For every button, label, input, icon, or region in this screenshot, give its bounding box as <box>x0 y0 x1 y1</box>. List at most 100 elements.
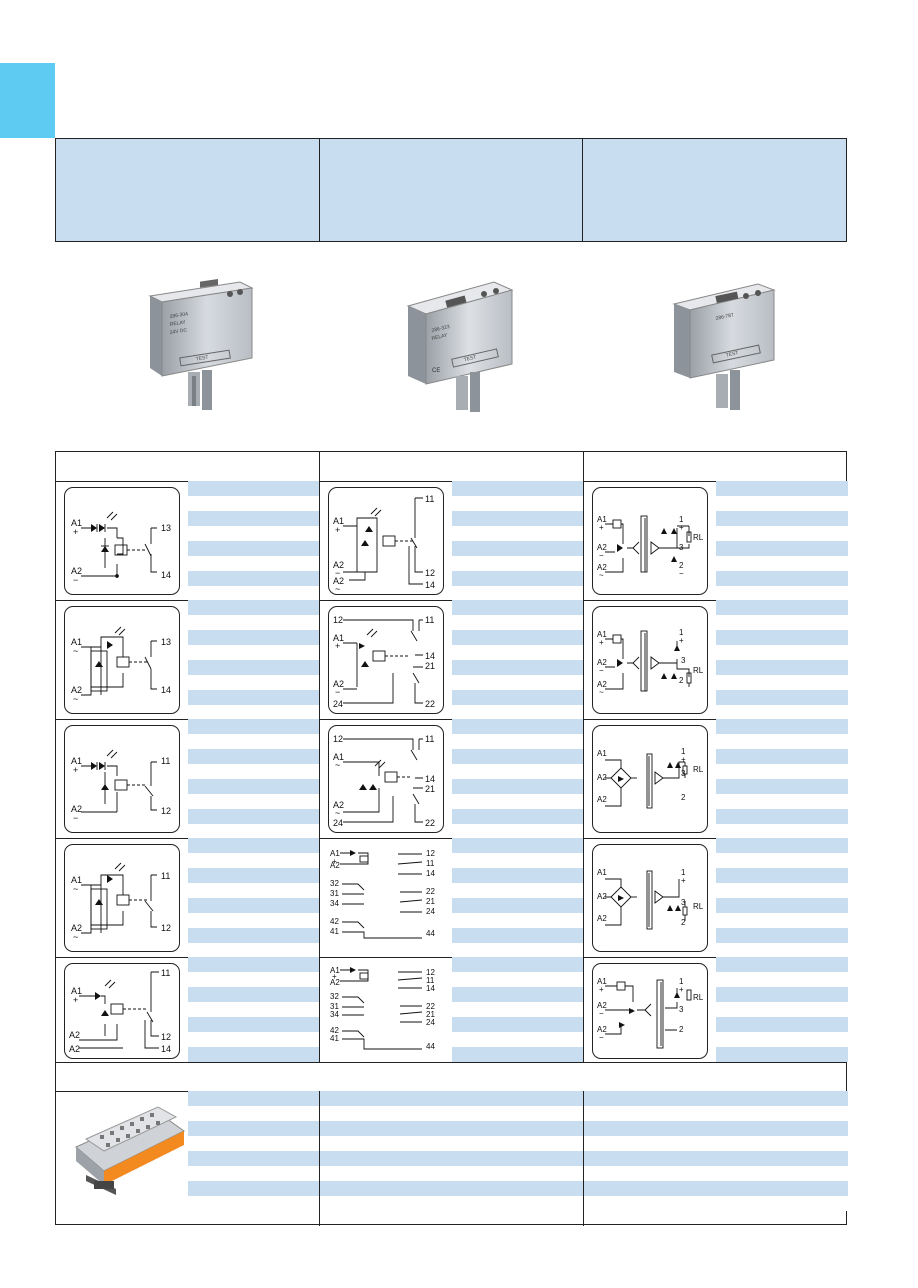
diagram-r4c1: A1 ~ A2 ~ 11 12 <box>64 844 180 952</box>
column-divider-accessory-1 <box>319 1091 320 1226</box>
svg-text:21: 21 <box>426 897 435 906</box>
svg-text:2: 2 <box>681 793 686 802</box>
svg-text:11: 11 <box>425 615 434 625</box>
spec-stripes-r5c3 <box>716 957 848 1062</box>
diagram-r5c3: A1 + A2 − A2 − 1 + 3 2 RL <box>592 963 708 1059</box>
diagram-r4c3: A1 A2 A2 1 + 3 2 RL <box>592 844 708 952</box>
svg-text:22: 22 <box>426 1002 435 1011</box>
svg-text:+: + <box>599 638 604 647</box>
spec-stripes-accessory-3 <box>584 1091 848 1211</box>
svg-text:RELAY: RELAY <box>169 319 186 328</box>
label-a1: A1 <box>333 516 344 526</box>
cell-r3c2: 12 A1 ~ 11 14 21 A2 ~ 24 22 <box>320 719 584 838</box>
svg-text:12: 12 <box>426 968 435 977</box>
label-a1-polarity: + <box>335 525 340 535</box>
svg-text:−: − <box>679 569 684 578</box>
svg-text:11: 11 <box>426 976 435 985</box>
spec-stripes-accessory-2 <box>320 1091 584 1211</box>
svg-text:A2: A2 <box>333 679 344 689</box>
svg-text:+: + <box>599 985 604 994</box>
svg-text:+: + <box>335 641 340 651</box>
svg-text:22: 22 <box>426 887 435 896</box>
diagram-r1c1: A1 + A2 − 13 14 <box>64 487 180 595</box>
product-grid: A1 + A2 − 13 14 <box>55 451 848 1226</box>
diagram-r2c2: 12 A1 + 11 14 21 A2 − 24 22 <box>328 606 444 714</box>
svg-text:TEST: TEST <box>195 355 209 363</box>
svg-text:A2: A2 <box>597 1025 607 1034</box>
diagram-r2c3: A1 + A2 − A2 ~ 1 + 3 2 RL <box>592 606 708 714</box>
diagram-r5c1: A1 + A2 A2 11 12 14 <box>64 963 180 1059</box>
svg-text:21: 21 <box>425 784 435 794</box>
svg-text:14: 14 <box>426 869 435 878</box>
svg-text:12: 12 <box>426 849 435 858</box>
svg-text:TEST: TEST <box>463 355 477 364</box>
svg-text:34: 34 <box>330 1010 339 1019</box>
svg-text:A2: A2 <box>597 563 607 572</box>
svg-text:A2: A2 <box>69 1044 80 1054</box>
relay-module-photo-1: 286-304 RELAY 24V DC TEST <box>140 272 260 414</box>
header-column-1 <box>56 139 320 241</box>
svg-text:2: 2 <box>681 918 686 927</box>
svg-text:+: + <box>681 755 686 764</box>
svg-text:A2: A2 <box>330 978 340 987</box>
svg-text:1: 1 <box>679 628 684 637</box>
relay-module-photo-2: 286-323 RELAY CE TEST <box>400 272 520 414</box>
svg-text:A1: A1 <box>333 752 344 762</box>
svg-text:A2: A2 <box>597 543 607 552</box>
svg-text:12: 12 <box>333 615 343 625</box>
svg-text:−: − <box>599 551 604 560</box>
svg-text:~: ~ <box>73 694 78 704</box>
svg-text:12: 12 <box>161 806 171 816</box>
svg-text:A2: A2 <box>597 1001 607 1010</box>
spec-stripes-r2c2 <box>452 600 584 719</box>
optocoupler-module-photo: 286-787 TEST <box>666 274 782 414</box>
cell-r2c1: A1 ~ A2 ~ 13 14 <box>56 600 320 719</box>
grid-row-1: A1 + A2 − 13 14 <box>56 481 848 601</box>
svg-text:14: 14 <box>425 774 435 784</box>
label-a1: A1 <box>71 518 82 528</box>
spec-stripes-accessory-1 <box>188 1091 320 1211</box>
diagram-r1c3: A1 + A2 − A2 ~ 1 + 3 2 − RL <box>592 487 708 595</box>
label-a2-polarity: − <box>335 568 340 578</box>
svg-text:CE: CE <box>432 368 440 374</box>
label-a2-polarity: − <box>73 575 78 585</box>
diagram-r2c1: A1 ~ A2 ~ 13 14 <box>64 606 180 714</box>
label-contact-14: 14 <box>425 580 435 590</box>
column-divider-accessory-2 <box>583 1091 584 1226</box>
svg-text:~: ~ <box>73 932 78 942</box>
svg-text:+: + <box>332 972 337 981</box>
svg-text:A1: A1 <box>330 849 340 858</box>
label-a2-ac-sym: ~ <box>335 584 340 594</box>
diagram-r3c3: A1 A2 A2 1 + 3 2 RL <box>592 725 708 833</box>
svg-text:−: − <box>73 813 78 823</box>
svg-text:A2: A2 <box>71 685 82 695</box>
spec-stripes-r2c1 <box>188 600 320 719</box>
svg-text:2: 2 <box>679 1025 684 1034</box>
svg-text:+: + <box>332 857 337 866</box>
accessory-cell-2 <box>320 1091 584 1211</box>
svg-text:+: + <box>679 523 684 532</box>
svg-text:A2: A2 <box>71 804 82 814</box>
svg-text:A1: A1 <box>71 637 82 647</box>
svg-text:~: ~ <box>335 808 340 818</box>
svg-text:A2: A2 <box>69 1030 80 1040</box>
svg-text:A2: A2 <box>597 914 607 923</box>
spec-stripes-r4c2 <box>452 838 584 957</box>
cell-r3c1: A1 + A2 − 11 12 <box>56 719 320 838</box>
svg-text:1: 1 <box>679 977 684 986</box>
terminal-block-carrier-photo <box>66 1091 186 1199</box>
svg-text:286-304: 286-304 <box>169 311 188 320</box>
spec-stripes-r5c1 <box>188 957 320 1062</box>
svg-text:~: ~ <box>73 646 78 656</box>
grid-row-2: A1 ~ A2 ~ 13 14 <box>56 600 848 720</box>
svg-text:A2: A2 <box>597 892 607 901</box>
section-tab <box>0 63 55 138</box>
label-contact-14: 14 <box>161 570 171 580</box>
accessory-row <box>56 1091 848 1211</box>
svg-text:RL: RL <box>693 993 704 1002</box>
svg-text:~: ~ <box>73 884 78 894</box>
svg-text:+: + <box>679 985 684 994</box>
svg-text:~: ~ <box>599 688 604 697</box>
svg-text:RELAY: RELAY <box>431 332 449 342</box>
svg-text:44: 44 <box>426 1042 435 1051</box>
